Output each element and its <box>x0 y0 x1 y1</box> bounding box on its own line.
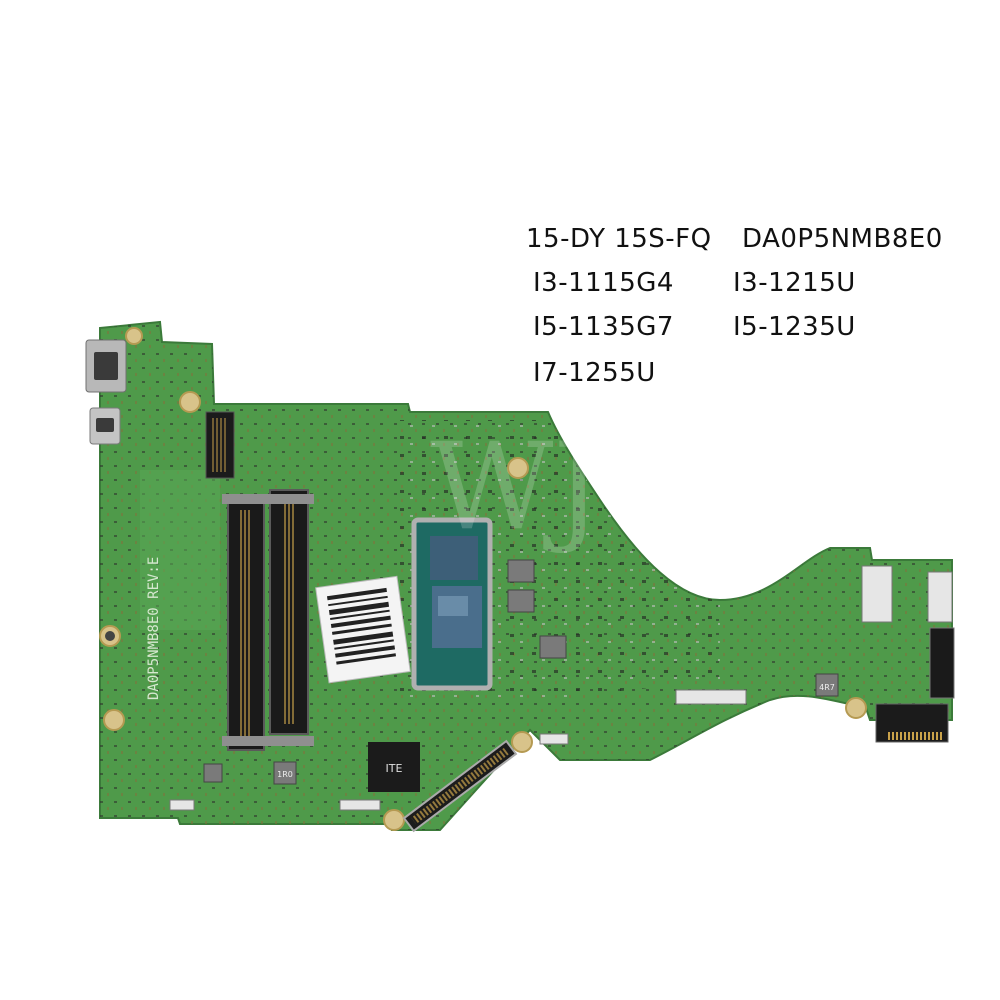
chip-brand-text: ITE <box>386 762 403 775</box>
cpu-package <box>411 517 493 691</box>
ram-slot-1 <box>227 499 265 751</box>
inductor-label-2: 1R0 <box>277 770 293 779</box>
display-connector <box>402 739 518 833</box>
ec-chip: ITE <box>368 742 420 792</box>
inductor-label: 4R7 <box>819 683 835 692</box>
flex-connector-2 <box>539 733 569 745</box>
barcode-sticker <box>315 575 411 684</box>
flex-connector-5 <box>861 565 893 623</box>
ram-slot-2 <box>269 489 309 735</box>
flex-connector <box>675 689 747 705</box>
cpu-option-3: I5-1135G7 <box>533 312 674 342</box>
board-code: DA0P5NMB8E0 <box>742 224 943 254</box>
cpu-option-5: I7-1255U <box>533 358 656 388</box>
cpu-option-2: I3-1215U <box>733 268 856 298</box>
flex-connector-3 <box>339 799 381 811</box>
sata-connector <box>875 627 955 743</box>
usb-c-port-icon <box>85 339 127 393</box>
watermark: WJ <box>430 418 601 557</box>
flex-connector-4 <box>169 799 195 811</box>
board-silk-label: DA0P5NMB8E0 REV:E <box>146 557 162 700</box>
flex-connector-6 <box>927 571 953 623</box>
cpu-option-4: I5-1235U <box>733 312 856 342</box>
cpu-option-1: I3-1115G4 <box>533 268 674 298</box>
model-list: 15-DY 15S-FQ <box>526 224 712 254</box>
usb-c-port-2-icon <box>89 407 121 445</box>
